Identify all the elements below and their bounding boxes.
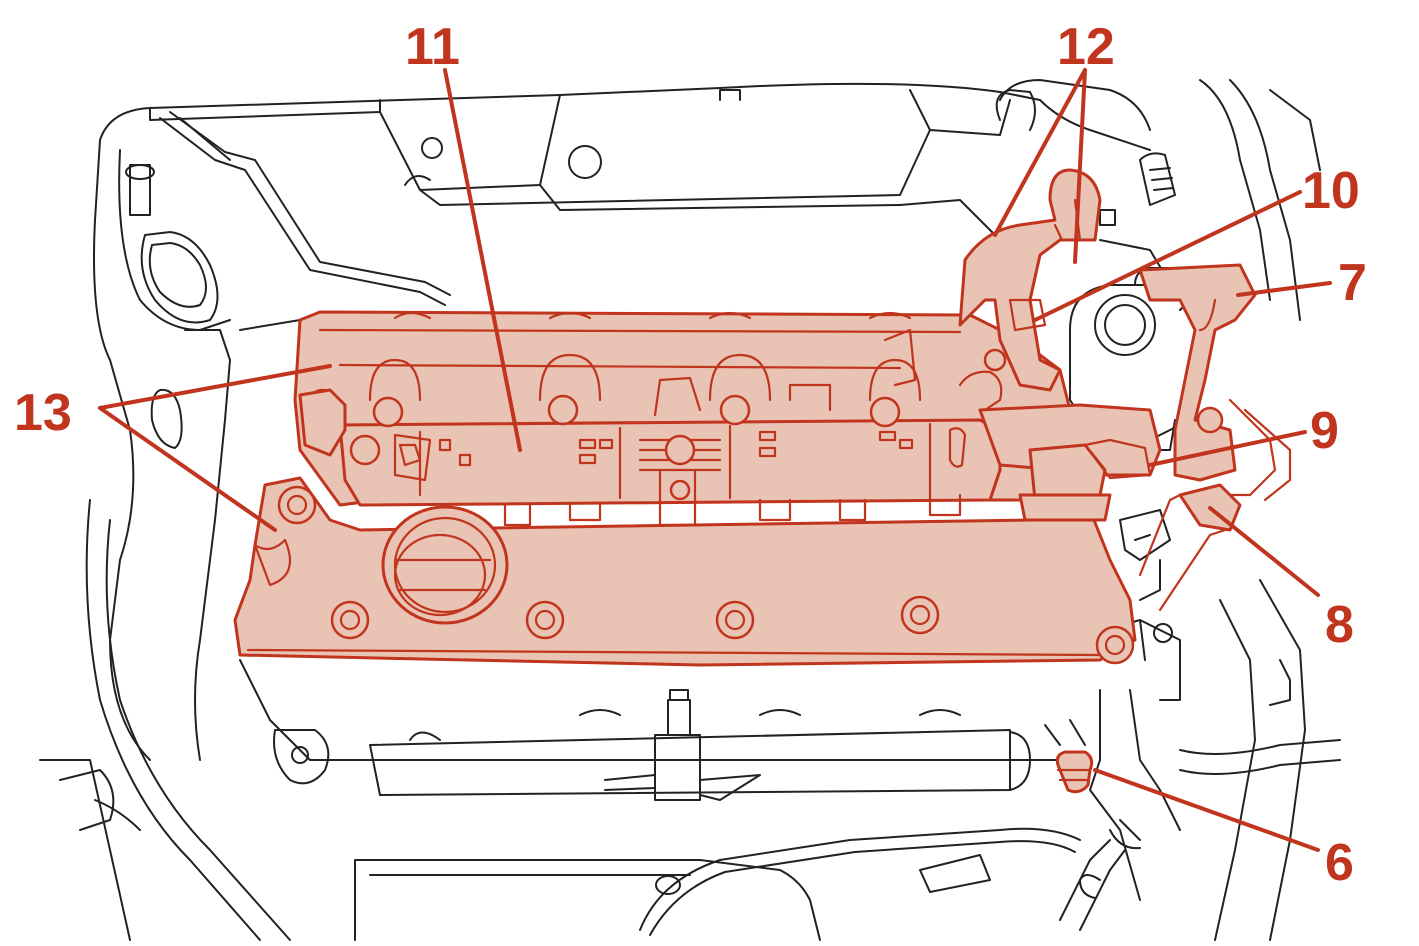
callout-13: 13 [14, 384, 72, 442]
engine-bay-linework [39, 79, 1341, 941]
leader-10 [1033, 190, 1302, 322]
callout-7: 7 [1338, 254, 1367, 312]
callout-12: 12 [1057, 18, 1115, 76]
cover-bolts [277, 388, 1135, 665]
oil-filler-cap [381, 505, 509, 625]
callout-8: 8 [1325, 596, 1354, 654]
callout-11: 11 [405, 18, 460, 76]
egr-bracket [1138, 263, 1257, 482]
leader-13a [98, 364, 332, 410]
leader-6 [1093, 768, 1320, 852]
leader-lines [98, 68, 1332, 852]
leader-12a [993, 68, 1087, 237]
leader-11 [443, 68, 522, 452]
callout-6: 6 [1325, 834, 1354, 892]
leader-12b [1073, 68, 1087, 264]
callout-10: 10 [1302, 162, 1360, 220]
leader-9 [1148, 430, 1307, 467]
rocker-cover-assembly [233, 168, 1292, 794]
leader-13b [98, 406, 277, 532]
callout-labels: 11 12 10 7 9 8 6 13 [14, 18, 1367, 892]
fuel-connector [1055, 750, 1094, 794]
leader-7 [1236, 281, 1332, 297]
leader-8 [1208, 506, 1320, 597]
callout-9: 9 [1310, 402, 1339, 460]
